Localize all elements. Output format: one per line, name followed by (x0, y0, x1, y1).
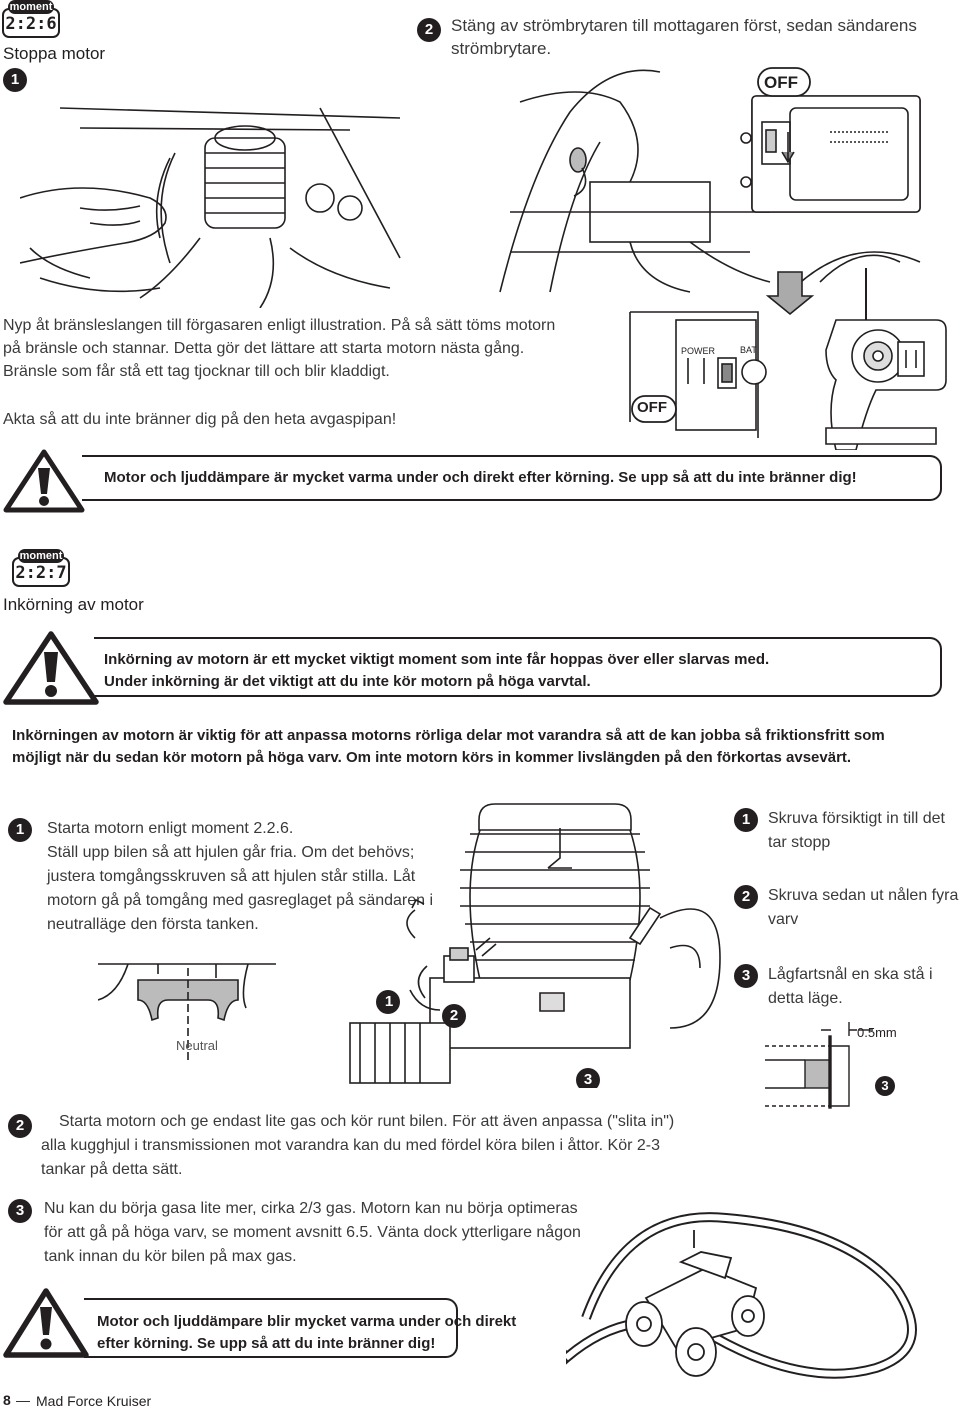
footer-separator: — (16, 1392, 30, 1408)
run-step1-line2: Ställ upp bilen så att hjulen går fria. … (47, 844, 415, 861)
step1-text-line1: Nyp åt bränsleslangen till förgasaren en… (3, 317, 556, 334)
intro-line1: Inkörningen av motorn är viktig för att … (12, 727, 885, 744)
illustration-receiver-switch (499, 67, 921, 293)
moment-number: 2:2:6 (5, 14, 57, 34)
moment-tag: moment (18, 549, 64, 563)
run-step-marker-2: 2 (8, 1114, 32, 1138)
illustration-trigger-neutral (98, 963, 276, 1060)
product-name: Mad Force Kruiser (36, 1393, 152, 1409)
engine-callout-1: 1 (384, 993, 394, 1010)
needle-gap-label: 0.5mm (857, 1025, 897, 1040)
run-step1-line3: justera tomgångsskruven så att hjulen st… (47, 868, 416, 885)
off-badge-transmitter (631, 395, 677, 423)
needle-step-marker-2: 2 (734, 885, 758, 909)
needle-step-marker-1: 1 (734, 808, 758, 832)
neutral-label: Neutral (176, 1038, 218, 1053)
section-title-226: Stoppa motor (3, 44, 106, 63)
warning3-text-line1: Motor och ljuddämpare blir mycket varma … (97, 1313, 517, 1330)
needle-step3-line1: Lågfartsnål en ska stå i (768, 966, 933, 983)
step2-text-line2: strömbrytare. (451, 39, 552, 58)
section-title-227: Inkörning av motor (3, 595, 144, 614)
needle-step2-line2: varv (768, 911, 799, 928)
step-marker-2: 2 (417, 18, 441, 42)
illustration-needle-gap (765, 1022, 895, 1109)
moment-tag: moment (8, 0, 54, 14)
engine-callout-2: 2 (449, 1007, 459, 1024)
page-number: 8 (3, 1392, 11, 1408)
step1-text-line3: Bränsle som får stå ett tag tjocknar til… (3, 363, 390, 380)
illustration-transmitter-switch (629, 268, 947, 450)
needle-step2-line1: Skruva sedan ut nålen fyra (768, 887, 959, 904)
run-step3-line3: tank innan du kör bilen på max gas. (44, 1248, 297, 1265)
step1-text-line2: på bränsle och stannar. Detta gör det lä… (3, 340, 525, 357)
off-label-transmitter: OFF (637, 399, 667, 416)
off-badge-receiver (757, 67, 811, 97)
warning-triangle-icon (3, 1288, 89, 1358)
moment-badge-227: moment 2:2:7 (12, 549, 70, 587)
needle-callout-3: 3 (881, 1078, 889, 1093)
step-marker-1: 1 (8, 818, 32, 842)
needle-step1-line1: Skruva försiktigt in till det (768, 810, 945, 827)
run-step2-line2: alla kugghjul i transmissionen mot varan… (41, 1137, 660, 1154)
warning-box-3 (84, 1298, 458, 1358)
needle-step3-line2: detta läge. (768, 990, 843, 1007)
run-step3-line1: Nu kan du börja gasa lite mer, cirka 2/3… (44, 1200, 578, 1217)
run-step2-line3: tankar på detta sätt. (41, 1161, 183, 1178)
off-label-receiver: OFF (764, 73, 798, 92)
warning-box-2 (94, 637, 942, 697)
warning-triangle-icon (3, 631, 99, 705)
illustration-engine-needle (349, 803, 721, 1088)
needle-step-marker-3: 3 (734, 964, 758, 988)
transmitter-bat-label: BAT (740, 345, 757, 355)
warning2-text-line2: Under inkörning är det viktigt att du in… (104, 673, 591, 690)
moment-number: 2:2:7 (15, 563, 67, 583)
moment-badge-226: moment 2:2:6 (2, 0, 60, 38)
illustration-figure-eight-drive (566, 1212, 917, 1379)
run-step1-line1: Starta motorn enligt moment 2.2.6. (47, 820, 294, 837)
illustration-pinch-fuel-line (20, 107, 401, 308)
run-step2-line1: Starta motorn och ge endast lite gas och… (59, 1113, 675, 1130)
step2-text-line1: Stäng av strömbrytaren till mottagaren f… (451, 16, 917, 35)
warning3-text-line2: efter körning. Se upp så att du inte brä… (97, 1335, 436, 1352)
step-marker-1: 1 (3, 68, 27, 92)
transmitter-power-label: POWER (681, 346, 716, 356)
warning2-text-line1: Inkörning av motorn är ett mycket viktig… (104, 651, 770, 668)
run-step1-line4: motorn gå på tomgång med gasreglaget på … (47, 892, 434, 909)
step1-caution: Akta så att du inte bränner dig på den h… (3, 411, 397, 428)
intro-line2: möjligt när du sedan kör motorn på höga … (12, 749, 852, 766)
engine-callout-3: 3 (583, 1071, 593, 1088)
run-step1-line5: neutralläge den första tanken. (47, 916, 259, 933)
warning-triangle-icon (3, 449, 85, 513)
run-step3-line2: för att gå på höga varv, se moment avsni… (44, 1224, 581, 1241)
warning-text-1: Motor och ljuddämpare är mycket varma un… (104, 469, 857, 486)
run-step-marker-3: 3 (8, 1199, 32, 1223)
needle-step1-line2: tar stopp (768, 834, 831, 851)
warning-box-1 (82, 455, 942, 501)
